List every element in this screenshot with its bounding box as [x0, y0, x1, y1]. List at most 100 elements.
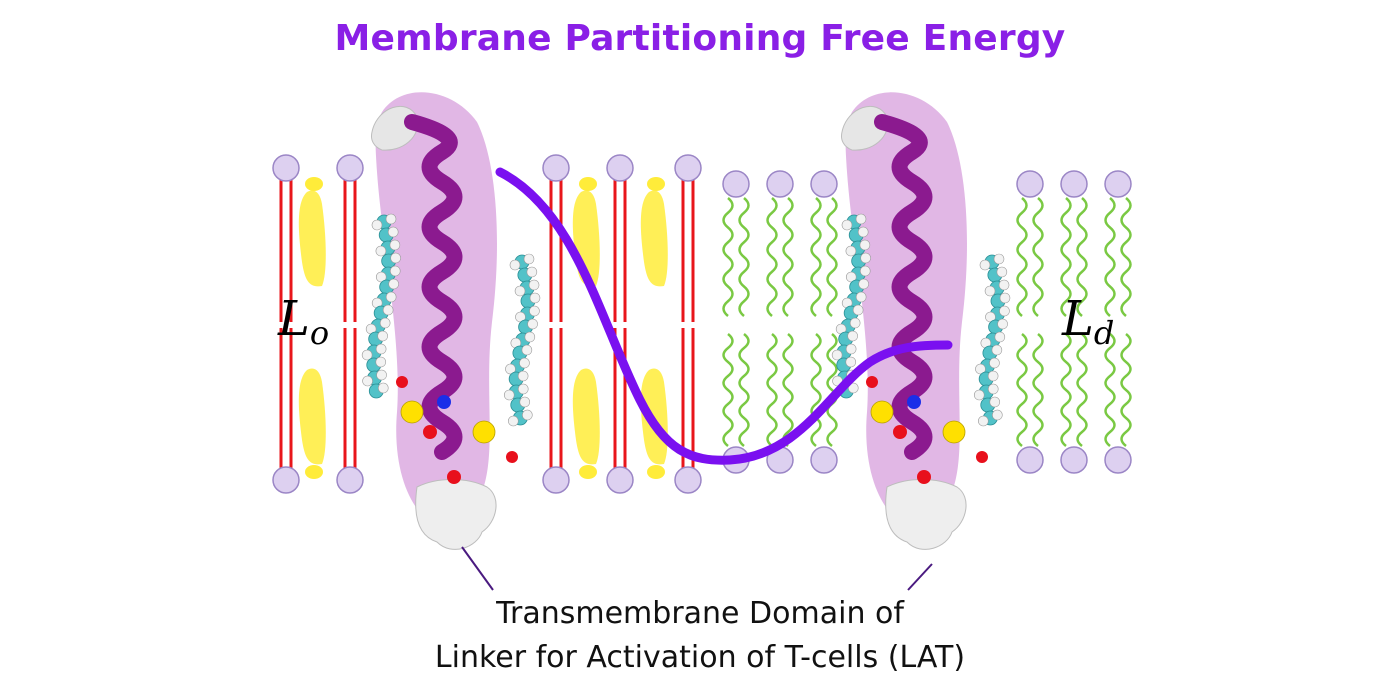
- hydrogen-atom: [389, 265, 401, 277]
- hydrogen-atom: [387, 226, 399, 238]
- lipid-tail: [738, 333, 750, 447]
- hydrogen-atom: [999, 305, 1010, 317]
- hydrogen-atom: [852, 304, 864, 316]
- caption-line-2: Linker for Activation of T-cells (LAT): [434, 640, 966, 675]
- hydrogen-atom: [505, 363, 516, 375]
- hydrogen-atom: [517, 370, 529, 382]
- lipid-tail: [826, 333, 838, 447]
- lipid-tail: [1120, 333, 1132, 447]
- lipid-headgroup: [1060, 170, 1088, 198]
- cholesterol-hydroxyl: [305, 177, 323, 191]
- hydrogen-atom: [521, 344, 533, 356]
- lipid-headgroup: [336, 466, 364, 494]
- hydrogen-atom: [389, 239, 401, 251]
- hydrogen-atom: [831, 349, 843, 361]
- cholesterol-lower: [298, 368, 326, 465]
- lipid-tail: [1016, 333, 1028, 447]
- lipid-headgroup: [722, 170, 750, 198]
- hydrogen-atom: [845, 356, 857, 368]
- hydrogen-atom: [994, 331, 1006, 343]
- ordered-lipid-icon: [542, 154, 570, 494]
- lipid-tail: [1060, 333, 1072, 447]
- sulfur-atom: [942, 420, 966, 444]
- lipid-headgroup: [810, 446, 838, 474]
- hydrogen-atom: [382, 304, 394, 316]
- caption: Transmembrane Domain of Linker for Activ…: [0, 592, 1400, 680]
- peptide-in-ordered-phase: [361, 92, 541, 550]
- caption-line-1: Transmembrane Domain of: [496, 596, 904, 631]
- hydrogen-atom: [526, 266, 538, 278]
- lipid-headgroup: [1016, 170, 1044, 198]
- cholesterol-hydroxyl: [305, 465, 323, 479]
- hydrogen-atom: [517, 383, 529, 395]
- lipid-headgroup: [1060, 446, 1088, 474]
- lipid-tail: [766, 197, 778, 317]
- palmitoyl-chain-left: [831, 213, 871, 399]
- lipid-tail: [810, 197, 822, 317]
- hydrogen-atom: [519, 396, 531, 408]
- lipid-tail: [1120, 197, 1132, 317]
- hydrogen-atom: [514, 285, 526, 297]
- cholesterol-lower: [572, 368, 600, 465]
- hydrogen-atom: [855, 291, 867, 303]
- helix-ribbon: [404, 114, 463, 460]
- lipid-headgroup: [272, 466, 300, 494]
- sulfur-atom: [472, 420, 496, 444]
- peptide-in-disordered-phase: [831, 92, 1011, 550]
- free-energy-curve: [495, 167, 953, 465]
- lipid-headgroup: [674, 466, 702, 494]
- oxygen-atom: [423, 425, 437, 439]
- hydrogen-atom: [847, 382, 859, 394]
- cholesterol-icon: [298, 177, 326, 479]
- hydrogen-atom: [993, 253, 1005, 265]
- hydrogen-atom: [371, 219, 383, 231]
- cholesterol-hydroxyl: [579, 177, 597, 191]
- lipid-headgroup: [674, 154, 702, 182]
- lipid-tail: [826, 197, 838, 317]
- hydrogen-atom: [376, 369, 387, 381]
- hydrogen-atom: [375, 245, 387, 257]
- oxygen-atom: [506, 451, 518, 463]
- nitrogen-atom: [907, 395, 921, 409]
- hydrogen-atom: [999, 292, 1011, 304]
- disordered-lipid-icon: [722, 170, 750, 474]
- lipid-tail: [738, 197, 750, 317]
- c-terminus: [885, 479, 967, 550]
- hydrogen-atom: [379, 317, 391, 329]
- hydrogen-atom: [528, 279, 540, 291]
- hydrogen-atom: [859, 265, 871, 277]
- hydrogen-atom: [377, 330, 388, 342]
- lipid-headgroup: [272, 154, 300, 182]
- disordered-lipid-icon: [810, 170, 838, 474]
- hydrogen-atom: [987, 370, 999, 382]
- cholesterol-hydroxyl: [579, 465, 597, 479]
- disordered-lipid-icon: [766, 170, 794, 474]
- helix-peptide-icon: [831, 92, 1011, 550]
- hydrogen-atom: [989, 396, 1001, 408]
- hydrogen-atom: [375, 356, 387, 368]
- hydrogen-atom: [855, 213, 867, 225]
- hydrogen-atom: [845, 343, 857, 355]
- hydrogen-atom: [849, 317, 861, 329]
- helix-ribbon: [874, 114, 933, 460]
- ordered-lipid-icon: [606, 154, 634, 494]
- oxygen-atom: [447, 470, 461, 484]
- lipid-headgroup: [542, 466, 570, 494]
- hydrogen-atom: [996, 266, 1008, 278]
- hydrogen-atom: [509, 259, 521, 271]
- ordered-phase-label: Lo: [277, 291, 329, 352]
- oxygen-atom: [976, 451, 988, 463]
- hydrogen-atom: [997, 318, 1008, 330]
- ordered-lipid-icon: [272, 154, 300, 494]
- lipid-tail: [1016, 197, 1028, 317]
- hydrogen-atom: [847, 330, 858, 342]
- oxygen-atom: [396, 376, 408, 388]
- hydrogen-atom: [527, 318, 538, 330]
- sulfur-atom: [400, 400, 424, 424]
- hydrogen-atom: [362, 375, 373, 387]
- hydrogen-atom: [857, 226, 869, 238]
- lipid-headgroup: [606, 466, 634, 494]
- helix-peptide-icon: [361, 92, 541, 550]
- lipid-tail: [782, 197, 794, 317]
- cholesterol-upper: [640, 190, 668, 287]
